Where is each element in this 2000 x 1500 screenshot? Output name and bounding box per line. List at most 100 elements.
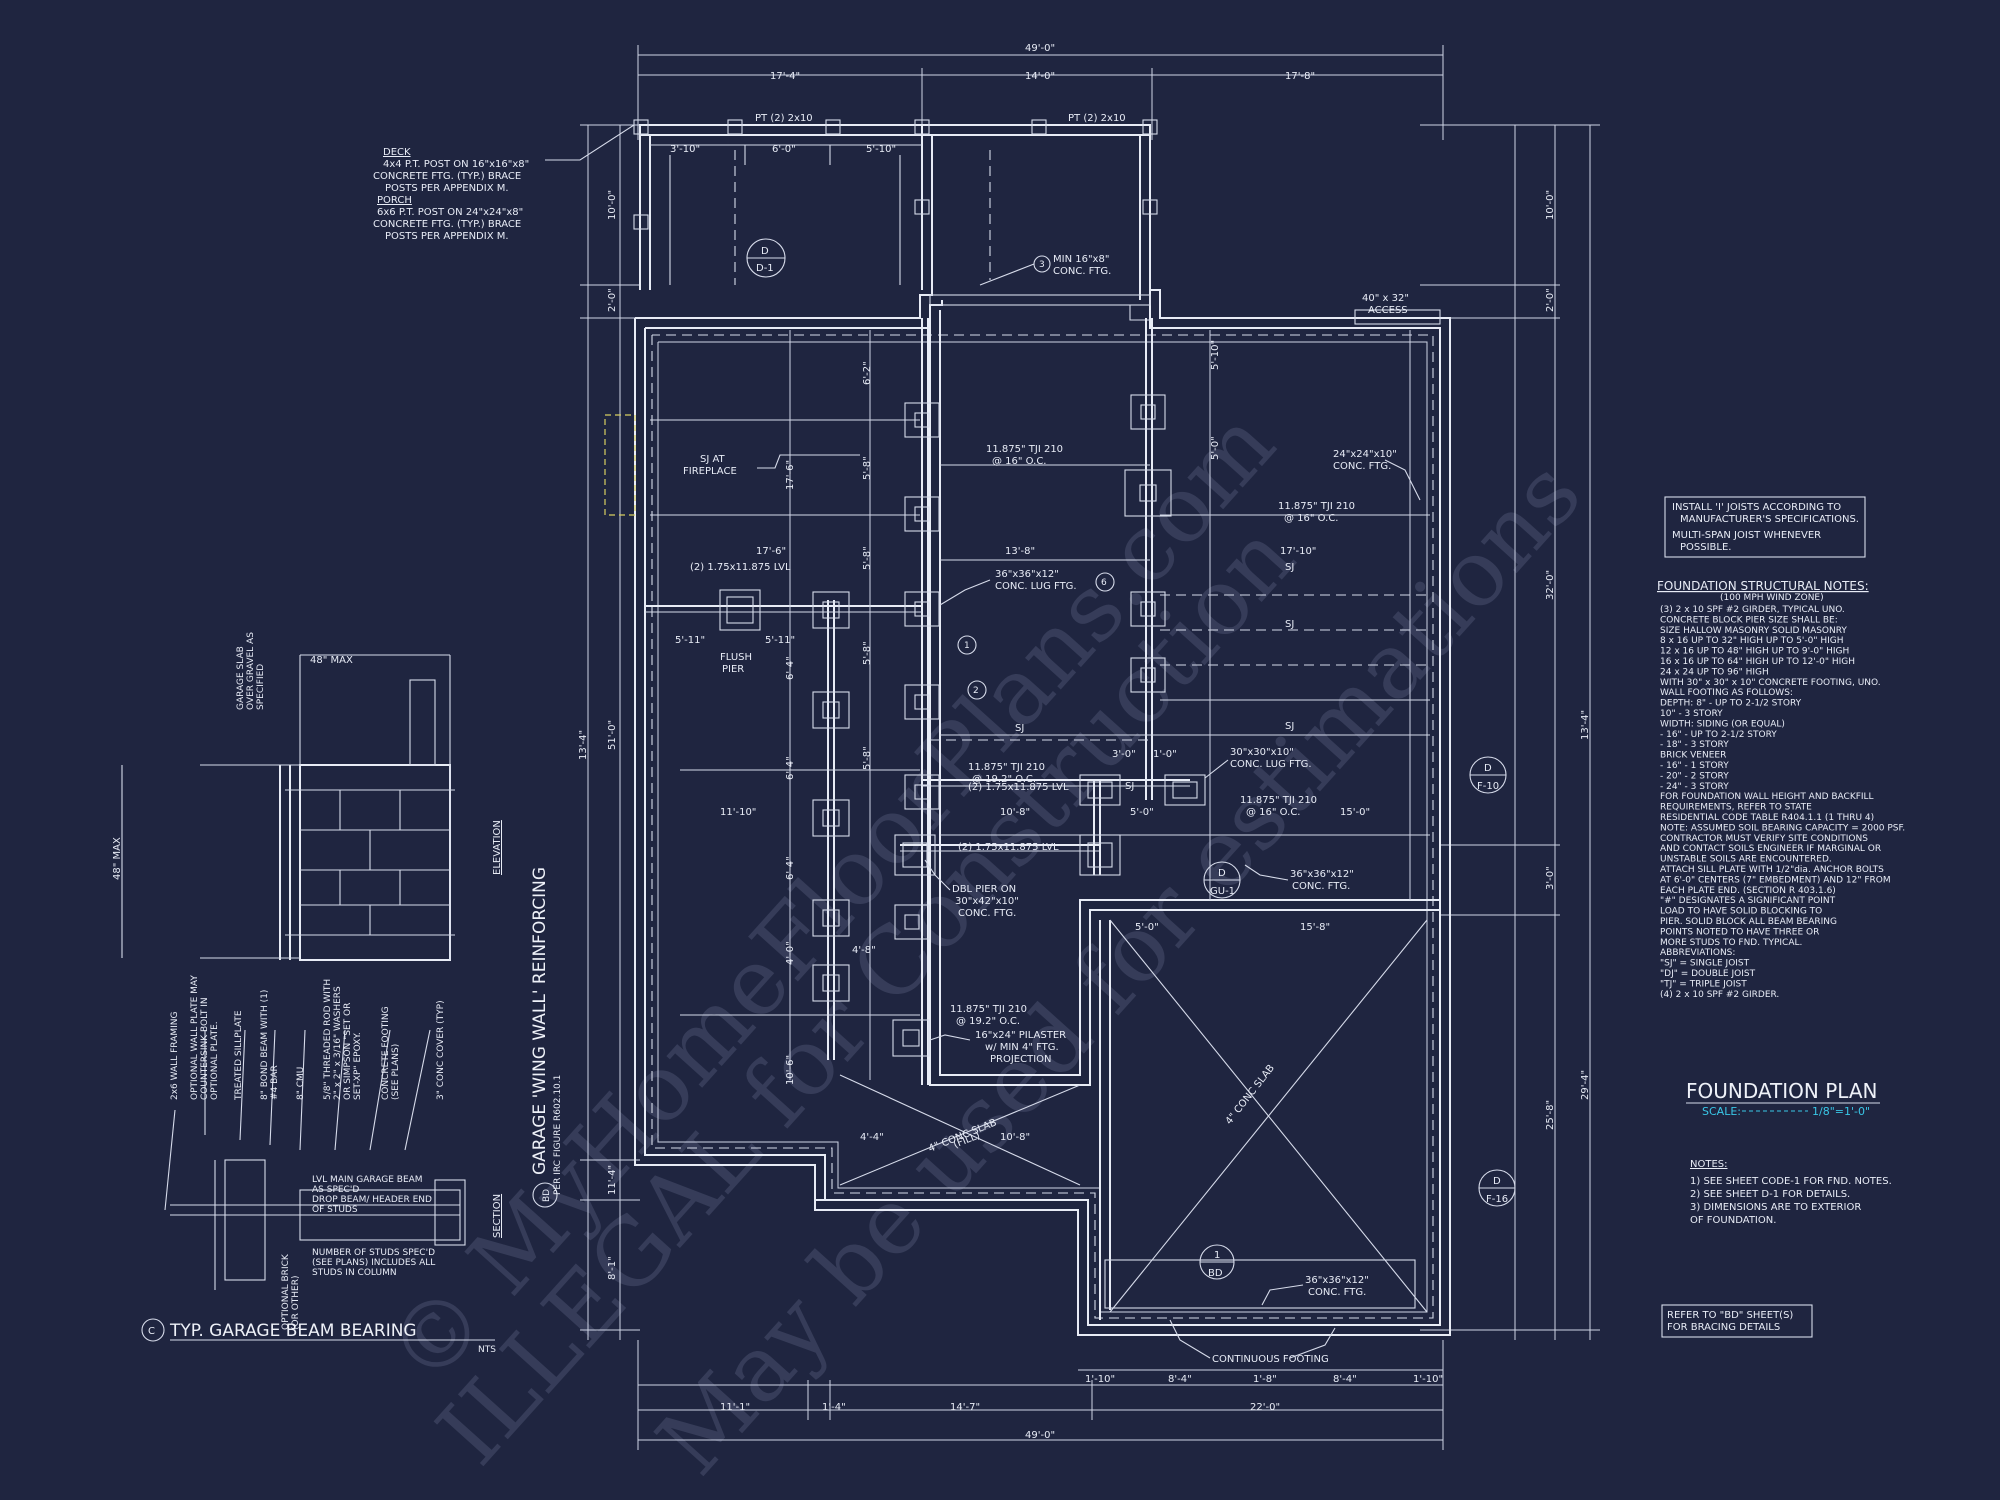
tji-5-oc: @ 19.2" O.C.: [956, 1016, 1020, 1027]
grid-bubble-f10: D F-10: [1469, 756, 1507, 794]
interior-dim-1-0: 1'-0": [1153, 749, 1177, 760]
grid-bubble-bd: 1 BD: [1199, 1244, 1235, 1280]
dim-right-3: 32'-0": [1545, 570, 1556, 600]
leader-optional-plate: OPTIONAL WALL PLATE MAY: [190, 975, 200, 1100]
watermark-layer: © MyHomeFloorPlans.com ILLEGAL for Const…: [367, 390, 1602, 1494]
callout-1: 1: [964, 641, 970, 651]
detail-tag: C: [148, 1326, 155, 1337]
sj-label-4: SJ: [1015, 723, 1024, 734]
grid-bubble-f16-top: D: [1493, 1176, 1501, 1187]
leader-footing: CONCRETE FOOTING: [381, 1006, 391, 1100]
install-line-4: POSSIBLE.: [1680, 542, 1731, 553]
deck-porch-framing: PT (2) 2x10 PT (2) 2x10 3'-10" 6'-0" 5'-…: [633, 113, 1158, 300]
dim-right-5: 3'-0": [1545, 866, 1556, 890]
leader-2x6: 2x6 WALL FRAMING: [170, 1012, 180, 1100]
deck-note-3: POSTS PER APPENDIX M.: [385, 183, 509, 194]
dim-footing-5: 1'-10": [1413, 1374, 1443, 1385]
structural-note-line: WITH 30" x 30" x 10" CONCRETE FOOTING, U…: [1660, 678, 1881, 688]
interior-dim-6-4-c: 6'-4": [785, 856, 796, 880]
tji-2-oc: @ 16" O.C.: [1284, 513, 1339, 524]
interior-dim-3-0: 3'-0": [1112, 749, 1136, 760]
optional-brick-2: (OR OTHER): [291, 1275, 301, 1330]
structural-note-line: BRICK VENEER: [1660, 751, 1726, 761]
conc-ftg-2-label: 36"x36"x12": [1290, 869, 1354, 880]
interior-dim-10-8-b: 10'-8": [1000, 1132, 1030, 1143]
interior-dim-6-2: 6'-2": [862, 361, 873, 385]
structural-note-line: FOR FOUNDATION WALL HEIGHT AND BACKFILL: [1660, 792, 1874, 802]
structural-note-line: MORE STUDS TO FND. TYPICAL.: [1660, 938, 1802, 948]
deck-header: DECK: [383, 147, 411, 158]
tji-1-label: 11.875" TJI 210: [986, 444, 1063, 455]
structural-notes-title: FOUNDATION STRUCTURAL NOTES:: [1657, 579, 1869, 593]
structural-note-line: RESIDENTIAL CODE TABLE R404.1.1 (1 THRU …: [1660, 813, 1874, 823]
pilaster-label: 16"x24" PILASTER: [975, 1030, 1066, 1041]
grid-bubble-d1-top: D: [761, 246, 769, 257]
title-block: FOUNDATION PLAN SCALE: 1/8"=1'-0": [1686, 1079, 1880, 1118]
pilaster-label-2: w/ MIN 4" FTG.: [985, 1042, 1059, 1053]
notes-line-1: 1) SEE SHEET CODE-1 FOR FND. NOTES.: [1690, 1176, 1892, 1187]
dim-left-3: 51'-0": [607, 720, 618, 750]
min-ftg-label: MIN 16"x8": [1053, 254, 1109, 265]
grid-bubble-bd-bottom: BD: [1208, 1268, 1223, 1279]
lvl-beam-3: DROP BEAM/ HEADER END: [312, 1195, 432, 1205]
dbl-pier-label-2: 30"x42"x10": [955, 896, 1019, 907]
continuous-footing-label: CONTINUOUS FOOTING: [1212, 1354, 1329, 1365]
dim-footing-1: 1'-10": [1085, 1374, 1115, 1385]
structural-note-line: WIDTH: SIDING (OR EQUAL): [1660, 719, 1785, 729]
structural-note-line: ATTACH SILL PLATE WITH 1/2"dia. ANCHOR B…: [1660, 865, 1884, 875]
dim-right-4: 13'-4": [1580, 710, 1591, 740]
sj-label-5: SJ: [1125, 781, 1134, 792]
leader-countersink: COUNTERSINK BOLT IN: [200, 997, 210, 1100]
callout-6: 6: [1101, 578, 1107, 588]
dim-top-seg-3: 17'-8": [1285, 71, 1315, 82]
studs-1: NUMBER OF STUDS SPEC'D: [312, 1248, 435, 1258]
structural-note-line: CONCRETE BLOCK PIER SIZE SHALL BE:: [1660, 615, 1838, 625]
refer-line-1: REFER TO "BD" SHEET(S): [1667, 1310, 1793, 1321]
structural-note-line: UNSTABLE SOILS ARE ENCOUNTERED.: [1660, 855, 1832, 865]
structural-note-line: "DJ" = DOUBLE JOIST: [1660, 969, 1756, 979]
tji-5-label: 11.875" TJI 210: [950, 1004, 1027, 1015]
access-label: 40" x 32": [1362, 293, 1409, 304]
dim-bottom-seg-1: 11'-1": [720, 1402, 750, 1413]
porch-note-1: 6x6 P.T. POST ON 24"x24"x8": [377, 207, 523, 218]
leader-cmu: 8" CMU: [296, 1067, 306, 1100]
structural-note-line: 12 x 16 UP TO 48" HIGH UP TO 9'-0" HIGH: [1660, 647, 1849, 657]
structural-note-line: 16 x 16 UP TO 64" HIGH UP TO 12'-0" HIGH: [1660, 657, 1855, 667]
detail-title: TYP. GARAGE BEAM BEARING: [169, 1321, 417, 1341]
interior-dim-15-0: 15'-0": [1340, 807, 1370, 818]
leader-threaded-rod: 5/8" THREADED ROD WITH: [323, 979, 333, 1100]
dim-top-seg-2: 14'-0": [1025, 71, 1055, 82]
interior-dim-17-6-v: 17'-6": [785, 460, 796, 490]
dim-bottom-overall: 49'-0": [1025, 1430, 1055, 1441]
interior-dim-4-8: 4'-8": [852, 945, 876, 956]
detail-scale: NTS: [478, 1345, 496, 1355]
conc-ftg-1-label-b: CONC. FTG.: [1333, 461, 1391, 472]
lug-ftg-1-label: 36"x36"x12": [995, 569, 1059, 580]
lug-ftg-1-label-b: CONC. LUG FTG.: [995, 581, 1077, 592]
flush-pier-label-2: PIER: [722, 664, 744, 675]
interior-dim-5-6: 5'-10": [1210, 340, 1221, 370]
structural-note-line: 8 x 16 UP TO 32" HIGH UP TO 5'-0" HIGH: [1660, 636, 1844, 646]
porch-header: PORCH: [377, 195, 412, 206]
interior-dim-15-8: 15'-8": [1300, 922, 1330, 933]
dim-left-1: 10'-0": [607, 190, 618, 220]
scale-value: 1/8"=1'-0": [1812, 1105, 1870, 1118]
structural-note-line: WALL FOOTING AS FOLLOWS:: [1660, 688, 1793, 698]
notes-line-4: OF FOUNDATION.: [1690, 1215, 1776, 1226]
tji-4-oc: @ 16" O.C.: [1246, 807, 1301, 818]
grid-bubble-gu1-top: D: [1218, 868, 1226, 879]
structural-notes: FOUNDATION STRUCTURAL NOTES: (100 MPH WI…: [1657, 579, 1905, 1000]
grid-bubble-f10-top: D: [1484, 763, 1492, 774]
structural-note-line: AND CONTACT SOILS ENGINEER IF MARGINAL O…: [1660, 844, 1881, 854]
tji-1-oc: @ 16" O.C.: [992, 456, 1047, 467]
lvl-2-label: (2) 1.75x11.875 LVL: [968, 782, 1069, 793]
bottom-dimension-strings: 11'-1" 1'-4" 14'-7" 22'-0" 49'-0" 1'-10"…: [637, 1340, 1444, 1450]
lvl-beam-4: OF STUDS: [312, 1205, 358, 1215]
interior-dim-4-0: 4'-0": [785, 941, 796, 965]
section-label: SECTION: [492, 1194, 503, 1238]
interior-dim-17-10: 17'-10": [1280, 546, 1316, 557]
callout-3: 3: [1039, 260, 1045, 270]
grid-bubble-bd-top: 1: [1214, 1250, 1220, 1261]
studs-3: STUDS IN COLUMN: [312, 1268, 397, 1278]
